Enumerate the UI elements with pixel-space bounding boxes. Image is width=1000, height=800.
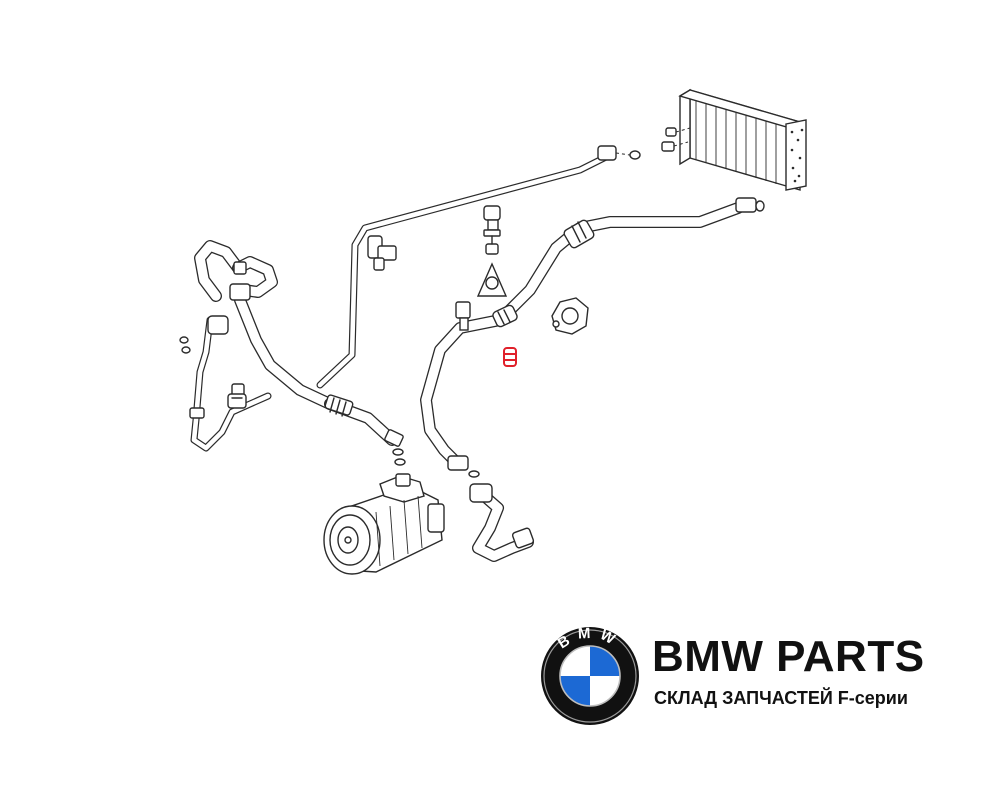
compressor [323,473,445,575]
hose-clamp [551,297,589,335]
expansion-fittings [629,127,691,160]
hose-manifold-loop [194,240,278,302]
pressure-sensor-connector [367,235,397,271]
o-ring-seal-highlight [503,347,517,367]
pressure-hose-left [234,294,406,466]
brand-subtitle: СКЛАД ЗАПЧАСТЕЙ F-серии [654,688,908,708]
pressure-switch [476,205,508,297]
suction-hose [420,197,765,478]
liquid-line [316,145,631,389]
evaporator [678,88,807,191]
bmw-logo: BMW [541,626,639,725]
brand-title: BMW PARTS [652,632,925,681]
service-valve [455,301,471,331]
low-pressure-line [179,315,272,452]
compressor-outlet-hose [469,483,535,562]
